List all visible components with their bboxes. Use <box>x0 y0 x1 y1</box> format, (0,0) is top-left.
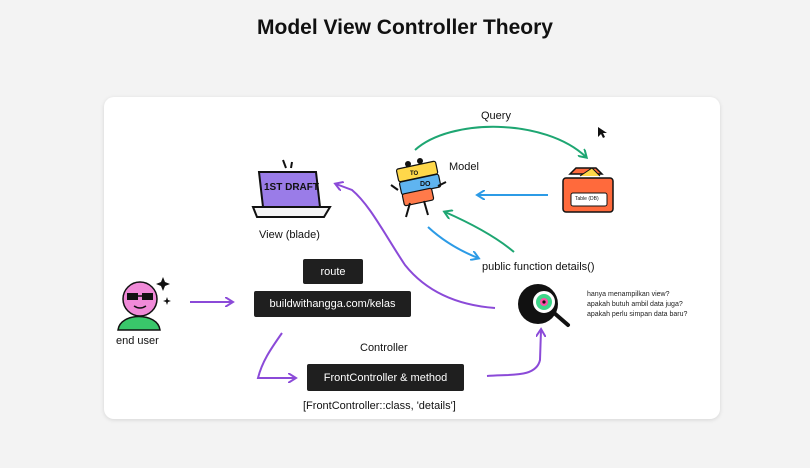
todo-bottom-text: DO <box>420 181 431 188</box>
magnifier-decision-icon <box>518 284 570 327</box>
url-box: buildwithangga.com/kelas <box>254 291 411 317</box>
question-3: apakah perlu simpan data baru? <box>587 311 688 318</box>
view-label: View (blade) <box>259 229 320 241</box>
question-2: apakah butuh ambil data juga? <box>587 301 683 308</box>
public-function-label: public function details() <box>482 261 595 273</box>
arrow-query <box>414 125 586 157</box>
query-label: Query <box>481 110 511 122</box>
controller-label: Controller <box>360 342 408 354</box>
arrow-decision-to-view <box>336 184 496 309</box>
user-avatar-icon <box>117 277 171 331</box>
question-1: hanya menampilkan view? <box>587 291 670 298</box>
laptop-draft-icon <box>251 159 332 218</box>
arrow-function-to-model <box>445 212 515 253</box>
todo-top-text: TO <box>410 171 419 177</box>
database-table-icon <box>562 167 614 213</box>
route-code-label: [FrontController::class, 'details'] <box>303 400 456 412</box>
model-label: Model <box>449 161 479 173</box>
arrow-controller-to-decision <box>486 330 541 377</box>
draft-icon-text: 1ST DRAFT <box>264 182 319 193</box>
arrow-model-to-function <box>427 226 478 258</box>
model-todo-icon <box>390 158 447 218</box>
mouse-cursor-icon <box>598 127 607 138</box>
page-title: Model View Controller Theory <box>257 16 553 39</box>
table-db-text: Table (DB) <box>575 196 599 202</box>
arrow-url-to-controller <box>256 332 295 378</box>
route-box: route <box>303 259 363 284</box>
front-controller-box: FrontController & method <box>307 364 464 391</box>
end-user-label: end user <box>116 335 159 347</box>
